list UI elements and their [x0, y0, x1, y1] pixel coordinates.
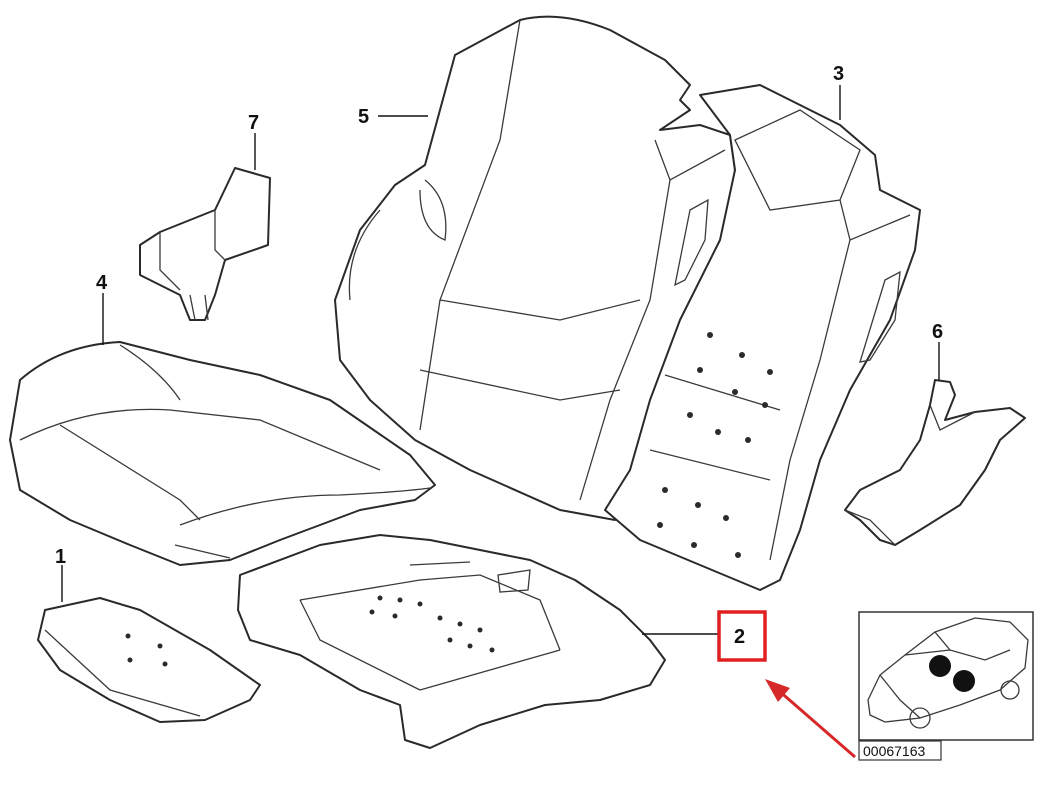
- car-icon: [867, 617, 1029, 729]
- backrest-pad-part-3: [604, 84, 921, 591]
- seat-location-marker-front: [929, 655, 951, 677]
- callout-5: 5: [358, 106, 369, 128]
- backrest-pad-holes: [657, 332, 773, 558]
- seat-cover-part-4: [9, 341, 436, 566]
- seat-location-marker-rear: [953, 670, 975, 692]
- trim-part-7: [139, 167, 271, 321]
- callout-6: 6: [932, 321, 943, 343]
- leader-lines: [61, 85, 940, 635]
- cushion-pad-part-1: [37, 597, 261, 723]
- callout-7: 7: [248, 112, 259, 134]
- seat-foam-holes: [369, 595, 495, 653]
- car-location-thumbnail: 00067163: [858, 611, 1034, 761]
- diagram-code: 00067163: [863, 743, 926, 759]
- callout-2-highlight-box: [717, 610, 767, 662]
- callout-4: 4: [96, 272, 108, 294]
- seat-foam-part-2: [237, 534, 666, 749]
- side-panel-part-6: [844, 379, 1026, 546]
- callout-2: 2: [734, 626, 745, 648]
- callout-3: 3: [833, 63, 844, 85]
- backrest-part-5: [334, 15, 736, 521]
- red-arrow-icon: [765, 679, 856, 759]
- callout-1: 1: [55, 546, 66, 568]
